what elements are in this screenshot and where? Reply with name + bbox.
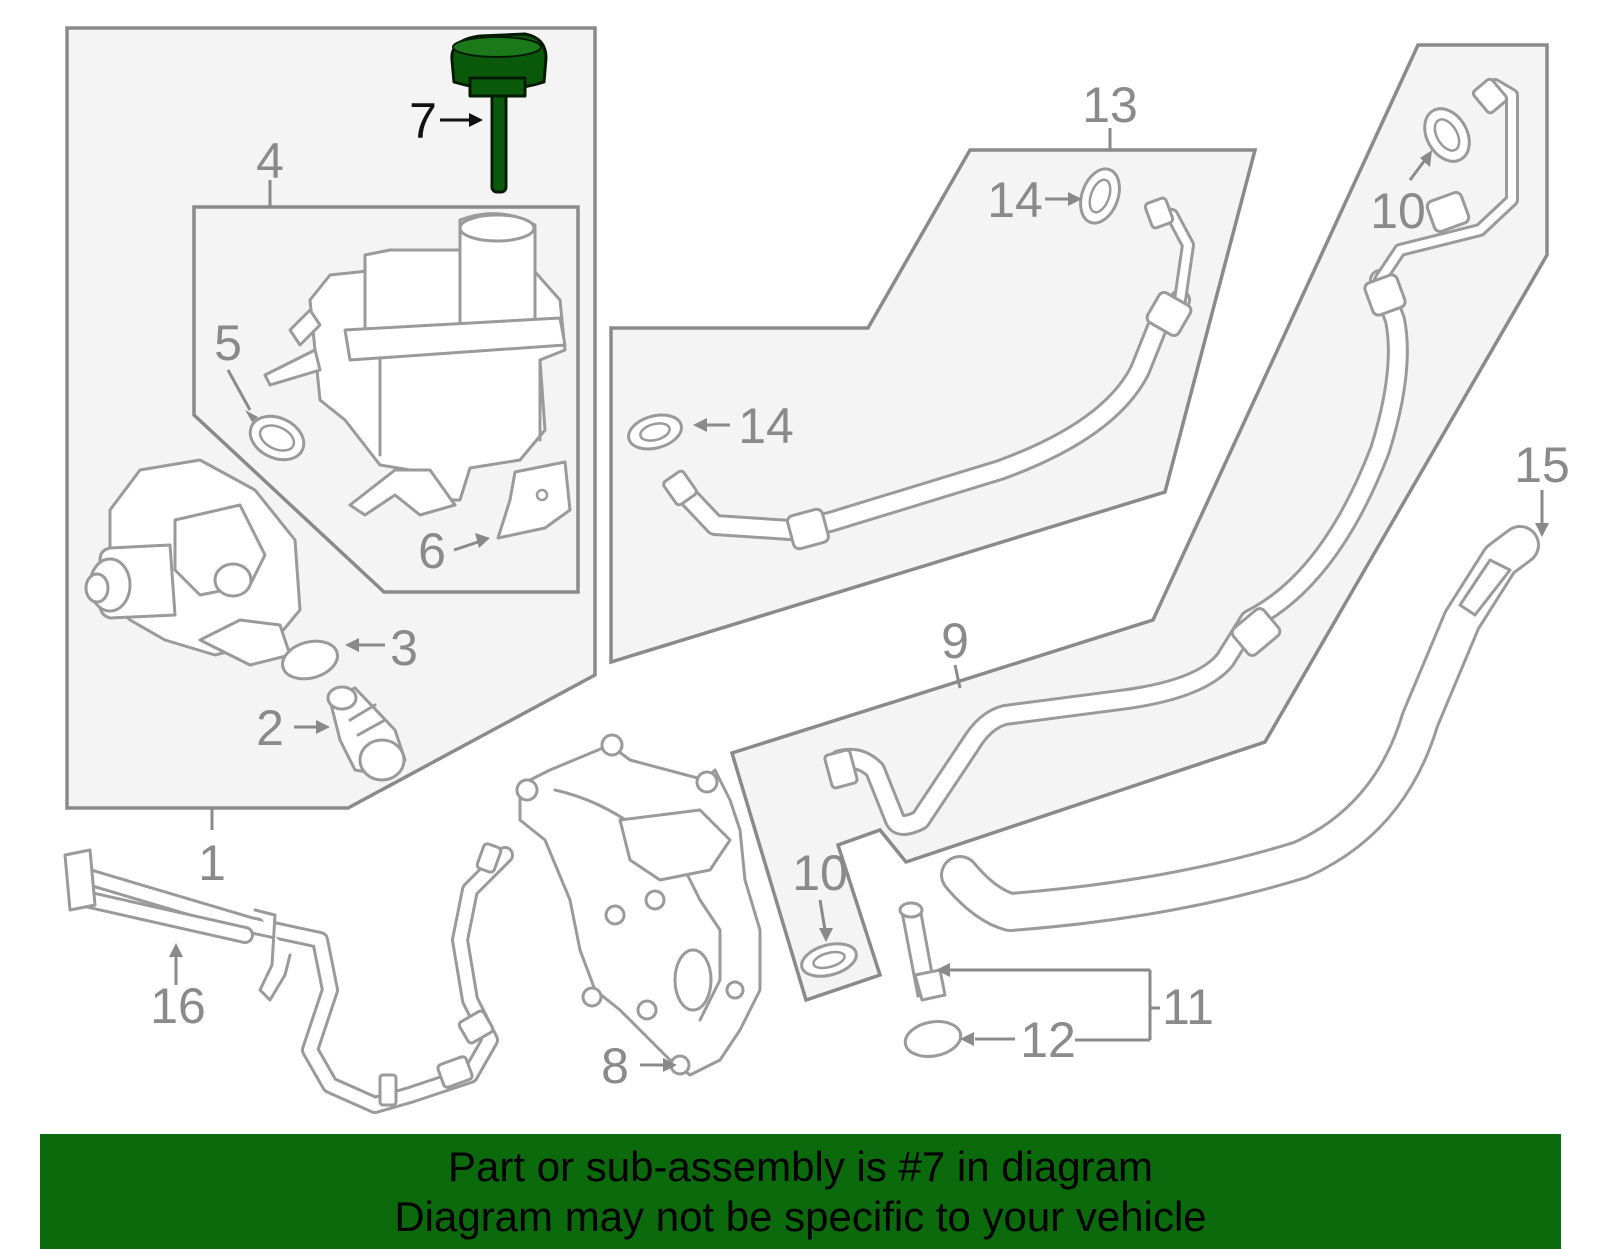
callout-4: 4 — [256, 133, 284, 189]
callout-6: 6 — [418, 523, 446, 579]
pump-fitting-2[interactable] — [326, 685, 407, 782]
power-steering-pump[interactable] — [84, 458, 302, 667]
return-hose-9[interactable] — [823, 77, 1519, 836]
callout-14-left: 14 — [738, 398, 794, 454]
o-ring-12[interactable] — [902, 1017, 963, 1060]
callout-10-bottom: 10 — [792, 845, 848, 901]
callout-12: 12 — [1020, 1012, 1076, 1068]
fitting-11[interactable] — [898, 901, 947, 1002]
callout-3: 3 — [390, 620, 418, 676]
reservoir-bracket-6[interactable] — [496, 460, 572, 540]
callout-11: 11 — [1162, 979, 1214, 1035]
callout-labels: 1 2 3 4 5 6 7 8 9 10 10 11 12 13 14 14 1… — [150, 77, 1570, 1094]
callout-10-top: 10 — [1370, 183, 1426, 239]
banner-line-2: Diagram may not be specific to your vehi… — [394, 1192, 1207, 1240]
hose-9-panel — [729, 43, 1549, 1003]
callout-16: 16 — [150, 978, 206, 1034]
callout-9: 9 — [941, 613, 969, 669]
callout-14-top: 14 — [987, 172, 1043, 228]
reservoir-cap-dipstick[interactable] — [450, 32, 548, 194]
reservoir[interactable] — [263, 212, 567, 517]
pressure-hose-13[interactable] — [662, 196, 1195, 551]
callout-8: 8 — [601, 1038, 629, 1094]
callout-5: 5 — [214, 315, 242, 371]
callout-15: 15 — [1514, 437, 1570, 493]
seal-10-bottom[interactable] — [798, 938, 860, 981]
hose-15[interactable] — [940, 525, 1540, 932]
arrowheads — [169, 113, 1549, 1072]
banner-line-1: Part or sub-assembly is #7 in diagram — [448, 1142, 1153, 1190]
callout-2: 2 — [256, 700, 284, 756]
callout-13: 13 — [1082, 77, 1138, 133]
seal-14-left[interactable] — [625, 410, 685, 455]
pump-o-ring-3[interactable] — [278, 635, 341, 684]
cooler-line-16[interactable] — [63, 842, 514, 1114]
pump-bracket-8[interactable] — [515, 733, 762, 1077]
callout-1: 1 — [198, 835, 226, 891]
leader-lines — [174, 128, 1544, 1067]
callout-7: 7 — [409, 93, 437, 149]
info-banner: Part or sub-assembly is #7 in diagram Di… — [40, 1134, 1561, 1249]
